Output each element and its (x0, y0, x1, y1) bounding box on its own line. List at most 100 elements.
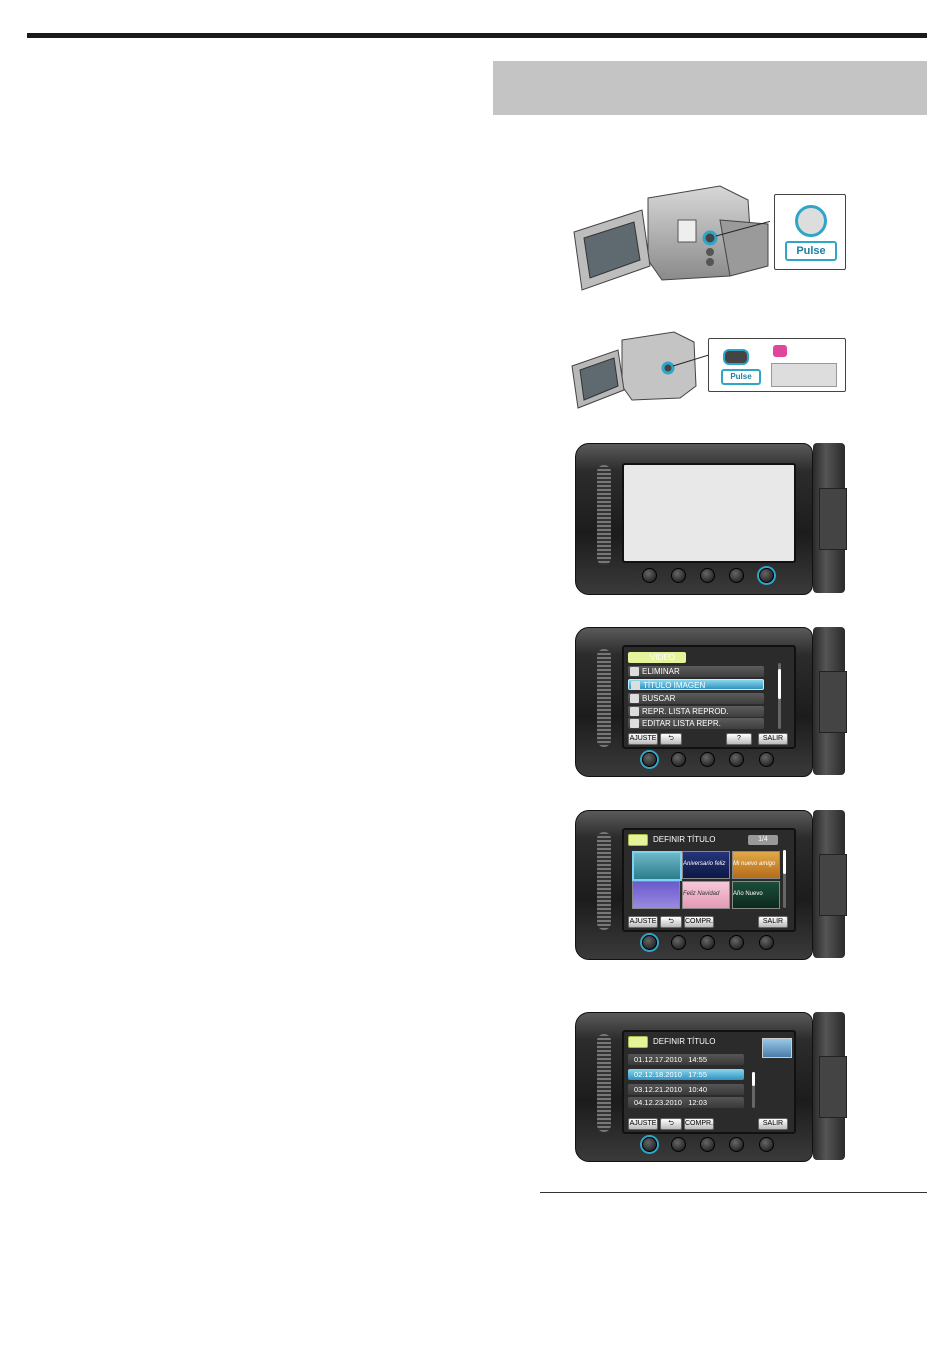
lcd-hinge (813, 1012, 845, 1160)
menu-button-icon (759, 568, 774, 583)
row-time: 10:40 (688, 1085, 707, 1094)
menu-item-label: REPR. LISTA REPROD. (642, 707, 729, 716)
lcd-screen: VIDEO ELIMINAR TÍTULO IMAGEN BUSCAR REPR… (622, 645, 796, 749)
thumb-text: Año Nuevo (733, 891, 763, 897)
date-row[interactable]: 01.12.17.2010 14:55 (628, 1054, 744, 1065)
row-date: 02.12.18.2010 (634, 1070, 682, 1079)
title-icon (631, 681, 640, 690)
lcd-button-icon (729, 752, 744, 767)
slider-wheel (597, 832, 611, 930)
camcorder-icon (570, 328, 710, 412)
softkey-back[interactable]: ⮌ (660, 916, 682, 928)
menu-item-label: ELIMINAR (642, 667, 680, 676)
slider-wheel (597, 649, 611, 747)
menu-button-icon (759, 1137, 774, 1152)
lcd-button-icon (729, 568, 744, 583)
lcd-button-row (642, 935, 772, 949)
softkey[interactable]: COMPR. (684, 1118, 714, 1130)
lcd-hinge (813, 810, 845, 958)
camcorder-icon (570, 180, 770, 300)
camcorder-illustration-2: Pulse (570, 328, 850, 412)
softkey[interactable]: SALIR (758, 733, 788, 745)
menu-header: VIDEO (628, 652, 686, 663)
title-thumbnail[interactable]: Año Nuevo (732, 881, 780, 909)
thumb-text: Aniversario feliz (683, 861, 725, 867)
thumb-text: Feliz Navidad (683, 891, 719, 897)
lcd-button-row (642, 752, 772, 766)
scrollbar[interactable] (752, 1072, 755, 1108)
lcd-button-icon (729, 935, 744, 950)
title-thumbnail[interactable]: Feliz Navidad (682, 881, 730, 909)
row-time: 17:55 (688, 1070, 707, 1079)
softkey-bar: AJUSTE ⮌ COMPR. SALIR (626, 916, 792, 927)
lcd-title-select-illustration: DEFINIR TÍTULO 1/4 Aniversario feliz Mi … (575, 810, 845, 958)
menu-item[interactable]: BUSCAR (628, 693, 764, 704)
lcd-button-row (642, 1137, 772, 1151)
scrollbar[interactable] (778, 663, 781, 729)
bottom-rule (540, 1192, 927, 1193)
date-row-selected[interactable]: 02.12.18.2010 17:55 (628, 1069, 744, 1080)
video-mode-icon (773, 345, 787, 357)
lcd-hinge (813, 627, 845, 775)
playback-button-icon (795, 205, 827, 237)
screen-title: DEFINIR TÍTULO (628, 834, 716, 846)
lcd-blank-illustration (575, 443, 845, 593)
lcd-menu-illustration: VIDEO ELIMINAR TÍTULO IMAGEN BUSCAR REPR… (575, 627, 845, 775)
camcorder-illustration-1: Pulse (570, 180, 850, 300)
lcd-button-icon (700, 752, 715, 767)
menu-item[interactable]: EDITAR LISTA REPR. (628, 718, 764, 729)
softkey-back[interactable]: ⮌ (660, 1118, 682, 1130)
slider-wheel (597, 465, 611, 565)
title-thumbnail[interactable] (632, 881, 680, 909)
date-row[interactable]: 04.12.23.2010 12:03 (628, 1097, 744, 1108)
softkey[interactable]: COMPR. (684, 916, 714, 928)
lcd-button-icon (700, 568, 715, 583)
lcd-screen: DEFINIR TÍTULO 1/4 Aniversario feliz Mi … (622, 828, 796, 932)
pulse-label: Pulse (785, 241, 837, 261)
ok-button-icon (642, 568, 657, 583)
screen-title-label: DEFINIR TÍTULO (653, 835, 716, 844)
title-thumbnail[interactable]: Mi nuevo amigo (732, 851, 780, 879)
row-date: 03.12.21.2010 (634, 1085, 682, 1094)
ok-button-icon (642, 935, 657, 950)
top-rule (27, 33, 927, 38)
softkey[interactable]: AJUSTE (628, 1118, 658, 1130)
video-mode-icon (628, 834, 648, 846)
row-date: 04.12.23.2010 (634, 1098, 682, 1107)
title-thumbnail[interactable] (632, 851, 682, 881)
screen-title-label: DEFINIR TÍTULO (653, 1037, 716, 1046)
lcd-date-select-illustration: DEFINIR TÍTULO 01.12.17.2010 14:55 02.12… (575, 1012, 845, 1160)
lcd-screen: DEFINIR TÍTULO 01.12.17.2010 14:55 02.12… (622, 1030, 796, 1134)
trash-icon (630, 667, 639, 676)
menu-header-label: VIDEO (650, 653, 675, 662)
search-icon (630, 694, 639, 703)
softkey[interactable]: SALIR (758, 1118, 788, 1130)
page-indicator: 1/4 (748, 835, 778, 845)
row-time: 14:55 (688, 1055, 707, 1064)
mode-indicator-panel (771, 363, 837, 387)
screen-title: DEFINIR TÍTULO (628, 1036, 716, 1048)
softkey-back[interactable]: ⮌ (660, 733, 682, 745)
menu-button-icon (759, 752, 774, 767)
menu-item-label: EDITAR LISTA REPR. (642, 719, 721, 728)
video-mode-icon (628, 1036, 648, 1048)
menu-item-selected[interactable]: TÍTULO IMAGEN (628, 679, 764, 690)
lcd-button-row (642, 568, 772, 582)
menu-item[interactable]: ELIMINAR (628, 666, 764, 677)
menu-item[interactable]: REPR. LISTA REPROD. (628, 706, 764, 717)
title-thumbnail[interactable]: Aniversario feliz (682, 851, 730, 879)
ok-button-icon (642, 1137, 657, 1152)
lcd-button-icon (671, 935, 686, 950)
date-row[interactable]: 03.12.21.2010 10:40 (628, 1084, 744, 1095)
edit-icon (630, 719, 639, 728)
lcd-button-icon (729, 1137, 744, 1152)
softkey[interactable]: AJUSTE (628, 733, 658, 745)
menu-button-icon (759, 935, 774, 950)
row-date: 01.12.17.2010 (634, 1055, 682, 1064)
scrollbar[interactable] (783, 850, 786, 908)
softkey[interactable]: SALIR (758, 916, 788, 928)
playlist-icon (630, 707, 639, 716)
softkey[interactable]: AJUSTE (628, 916, 658, 928)
lcd-button-icon (671, 1137, 686, 1152)
softkey-help[interactable]: ? (726, 733, 752, 745)
